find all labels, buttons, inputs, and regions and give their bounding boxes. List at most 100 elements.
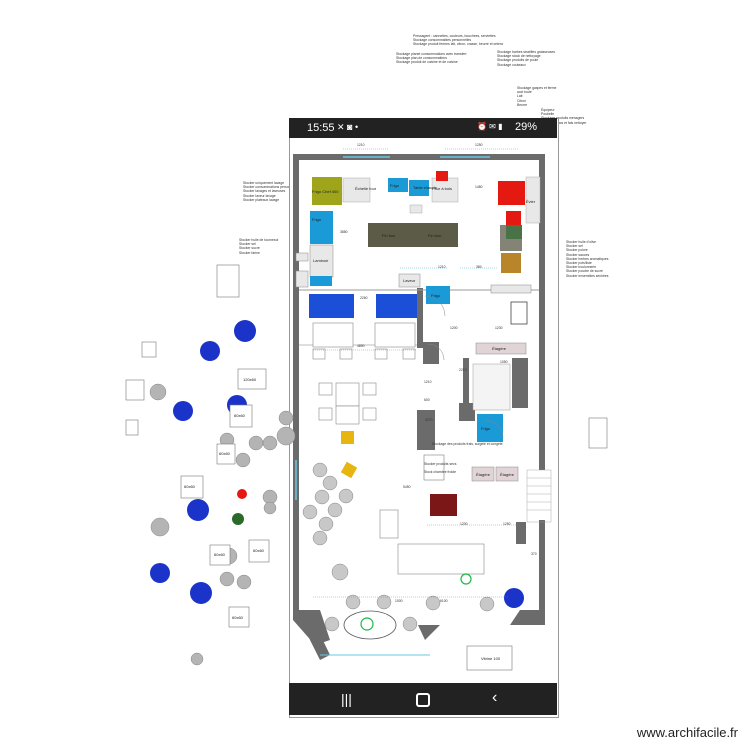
label-table-60e: 60x60 [253, 548, 264, 553]
laveur [398, 273, 421, 288]
label-table-60b: 60x60 [219, 451, 230, 456]
dim-3: 1210 [438, 265, 446, 269]
wall-inner-vertical-4 [512, 358, 528, 408]
door-arc-1 [424, 295, 446, 317]
dim-14: 2210 [459, 368, 467, 372]
label-laveur: Laveur [403, 278, 416, 283]
dim-16: 4270 [425, 418, 433, 422]
terrace-tables [125, 264, 608, 671]
note-line: Stocker consommations personnelles [243, 185, 300, 190]
label-table-60d: 60x60 [214, 552, 225, 557]
wall-right [539, 154, 545, 610]
yellow-seat-1 [341, 431, 354, 444]
home-icon[interactable] [416, 693, 430, 707]
left-notes-1: Stocker uniquement lavage Stocker consom… [243, 181, 299, 202]
red-equipment-3 [506, 211, 521, 225]
note-line: Stockage planet consommations avec trans… [396, 52, 467, 56]
wall-right-window-gap [539, 470, 545, 520]
note-line: Stocker huile de tournesol [239, 238, 279, 242]
dim-5: 380 [476, 265, 482, 269]
label-frigo-4: Frigo [481, 426, 491, 431]
note-line: Stocker plateaux lavage [243, 197, 280, 202]
chair-r4 [402, 348, 416, 360]
note-line: Stockage consommables personnelles [413, 38, 472, 43]
watermark: www.archifacile.fr [636, 725, 738, 740]
note-line: Stockage couteaux [497, 62, 526, 67]
note-line: Équipeur [541, 108, 555, 112]
fin-four-1 [368, 223, 413, 247]
bench-1 [309, 294, 354, 318]
chair-r1 [312, 348, 326, 360]
small-red-2 [295, 252, 309, 262]
label-stock-bas: Stockage des produits frais, surgelé et … [432, 442, 503, 446]
dim-12: 600 [424, 398, 430, 402]
note-line: Stocker uniquement lavage [243, 181, 285, 185]
wall-bottom-right [418, 610, 545, 640]
wall-top [293, 154, 545, 160]
table-r5 [379, 509, 399, 539]
back-icon[interactable]: ‹ [492, 689, 498, 706]
green-plant [232, 513, 244, 525]
nav-bar: ||| ‹ [289, 683, 557, 715]
wall-inner-vertical-1 [417, 288, 423, 348]
note-line: Stockage produits menagers [541, 116, 585, 121]
oval-table [343, 610, 397, 640]
label-fin-four-1: Fin four [382, 233, 396, 238]
etagere-1 [475, 342, 527, 355]
note-line: Stocker lavages et laveuses [243, 189, 286, 194]
bench-blue-left [310, 276, 332, 286]
label-table-120: 120x60 [243, 377, 257, 382]
dim-10: 1050 [500, 360, 508, 364]
battery-text: 29% [515, 121, 538, 133]
note-line: Stocker sauces [566, 252, 590, 257]
dim-8: 4890 [357, 344, 365, 348]
label-frigo-3: Frigo [431, 293, 441, 298]
table-r2 [374, 322, 416, 348]
frigo-4 [477, 414, 503, 442]
right-notes-mid: Stocker huile d'olive Stocker sel Stocke… [566, 240, 608, 278]
label-laminoir: Laminoir [313, 258, 329, 263]
brown-equipment [501, 253, 521, 273]
table-chaude [409, 180, 429, 196]
dimension-lines [313, 148, 520, 598]
frigo-1 [388, 178, 408, 192]
label-stock-bas-3: Stock chambre froide [424, 470, 457, 474]
note-line: Citron [517, 98, 527, 103]
label-evier: Évier [526, 199, 536, 204]
dim-9: 1200 [450, 326, 458, 330]
note-line: Stocker sucre [239, 246, 260, 251]
terrace-stools [149, 383, 296, 666]
notification-icons: ✕ ◙ • [337, 122, 359, 132]
yellow-seat-2 [340, 461, 358, 479]
bench-2 [376, 294, 417, 318]
left-notes-2: Stocker huile de tournesol Stocker sel S… [239, 238, 278, 255]
note-line: Beurre [517, 102, 528, 107]
walls [293, 154, 545, 660]
label-etagere-1: Étagère [492, 346, 507, 351]
dim-7: 2260 [360, 296, 368, 300]
wall-inner-vertical-3 [463, 358, 469, 413]
top-notes-right: Stockage barbes stratifies graisseuses S… [497, 50, 555, 67]
right-top-notes: Stockage gaspes et ferme auxi toute Lait… [517, 86, 556, 107]
dim-19: 6100 [440, 599, 448, 603]
label-table-60a: 60x60 [234, 413, 245, 418]
note-line: Stocker huile d'olive [566, 240, 597, 244]
note-line: Stockage bacs et fais nettoyer [541, 120, 587, 125]
stairs [526, 469, 552, 523]
label-etagere-2: Étagère [476, 472, 491, 477]
dim-18: 1000 [395, 599, 403, 603]
note-line: Stocker sel [239, 242, 256, 247]
chair-r5 [318, 382, 333, 396]
dim-2: 1250 [475, 143, 483, 147]
dim-1: 1210 [357, 143, 365, 147]
note-line: Stockage barbes stratifies graisseuses [497, 50, 556, 54]
echelle-four [342, 177, 371, 203]
table-r1 [312, 322, 354, 348]
four-a-bois [431, 177, 459, 203]
bath-room [472, 363, 511, 411]
wall-bath-h2 [459, 403, 475, 421]
dim-15: 1210 [424, 380, 432, 384]
recent-apps-icon[interactable]: ||| [341, 691, 352, 707]
top-notes-center: Pressagent : cannettes, couteurs, bouche… [413, 34, 503, 47]
note-line: Stockage produit fermes lait, citron, cr… [413, 42, 503, 47]
